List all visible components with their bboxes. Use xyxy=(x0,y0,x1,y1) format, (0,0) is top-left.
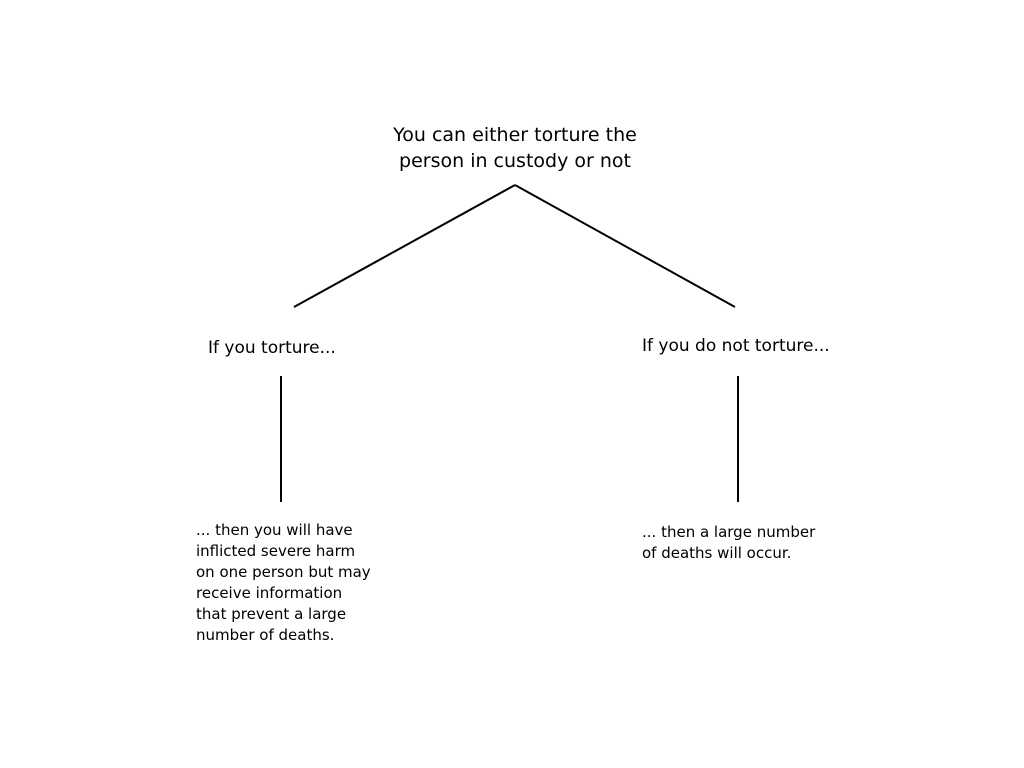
root-to-right-branch-line xyxy=(514,184,736,308)
branch-label-torture: If you torture... xyxy=(208,338,336,358)
outcome-no-torture: ... then a large number of deaths will o… xyxy=(642,523,816,562)
root-decision-node: You can either torture the person in cus… xyxy=(393,124,637,172)
root-to-left-branch-line xyxy=(293,184,516,308)
branch-label-no-torture: If you do not torture... xyxy=(642,336,830,356)
outcome-torture: ... then you will have inflicted severe … xyxy=(196,521,371,644)
